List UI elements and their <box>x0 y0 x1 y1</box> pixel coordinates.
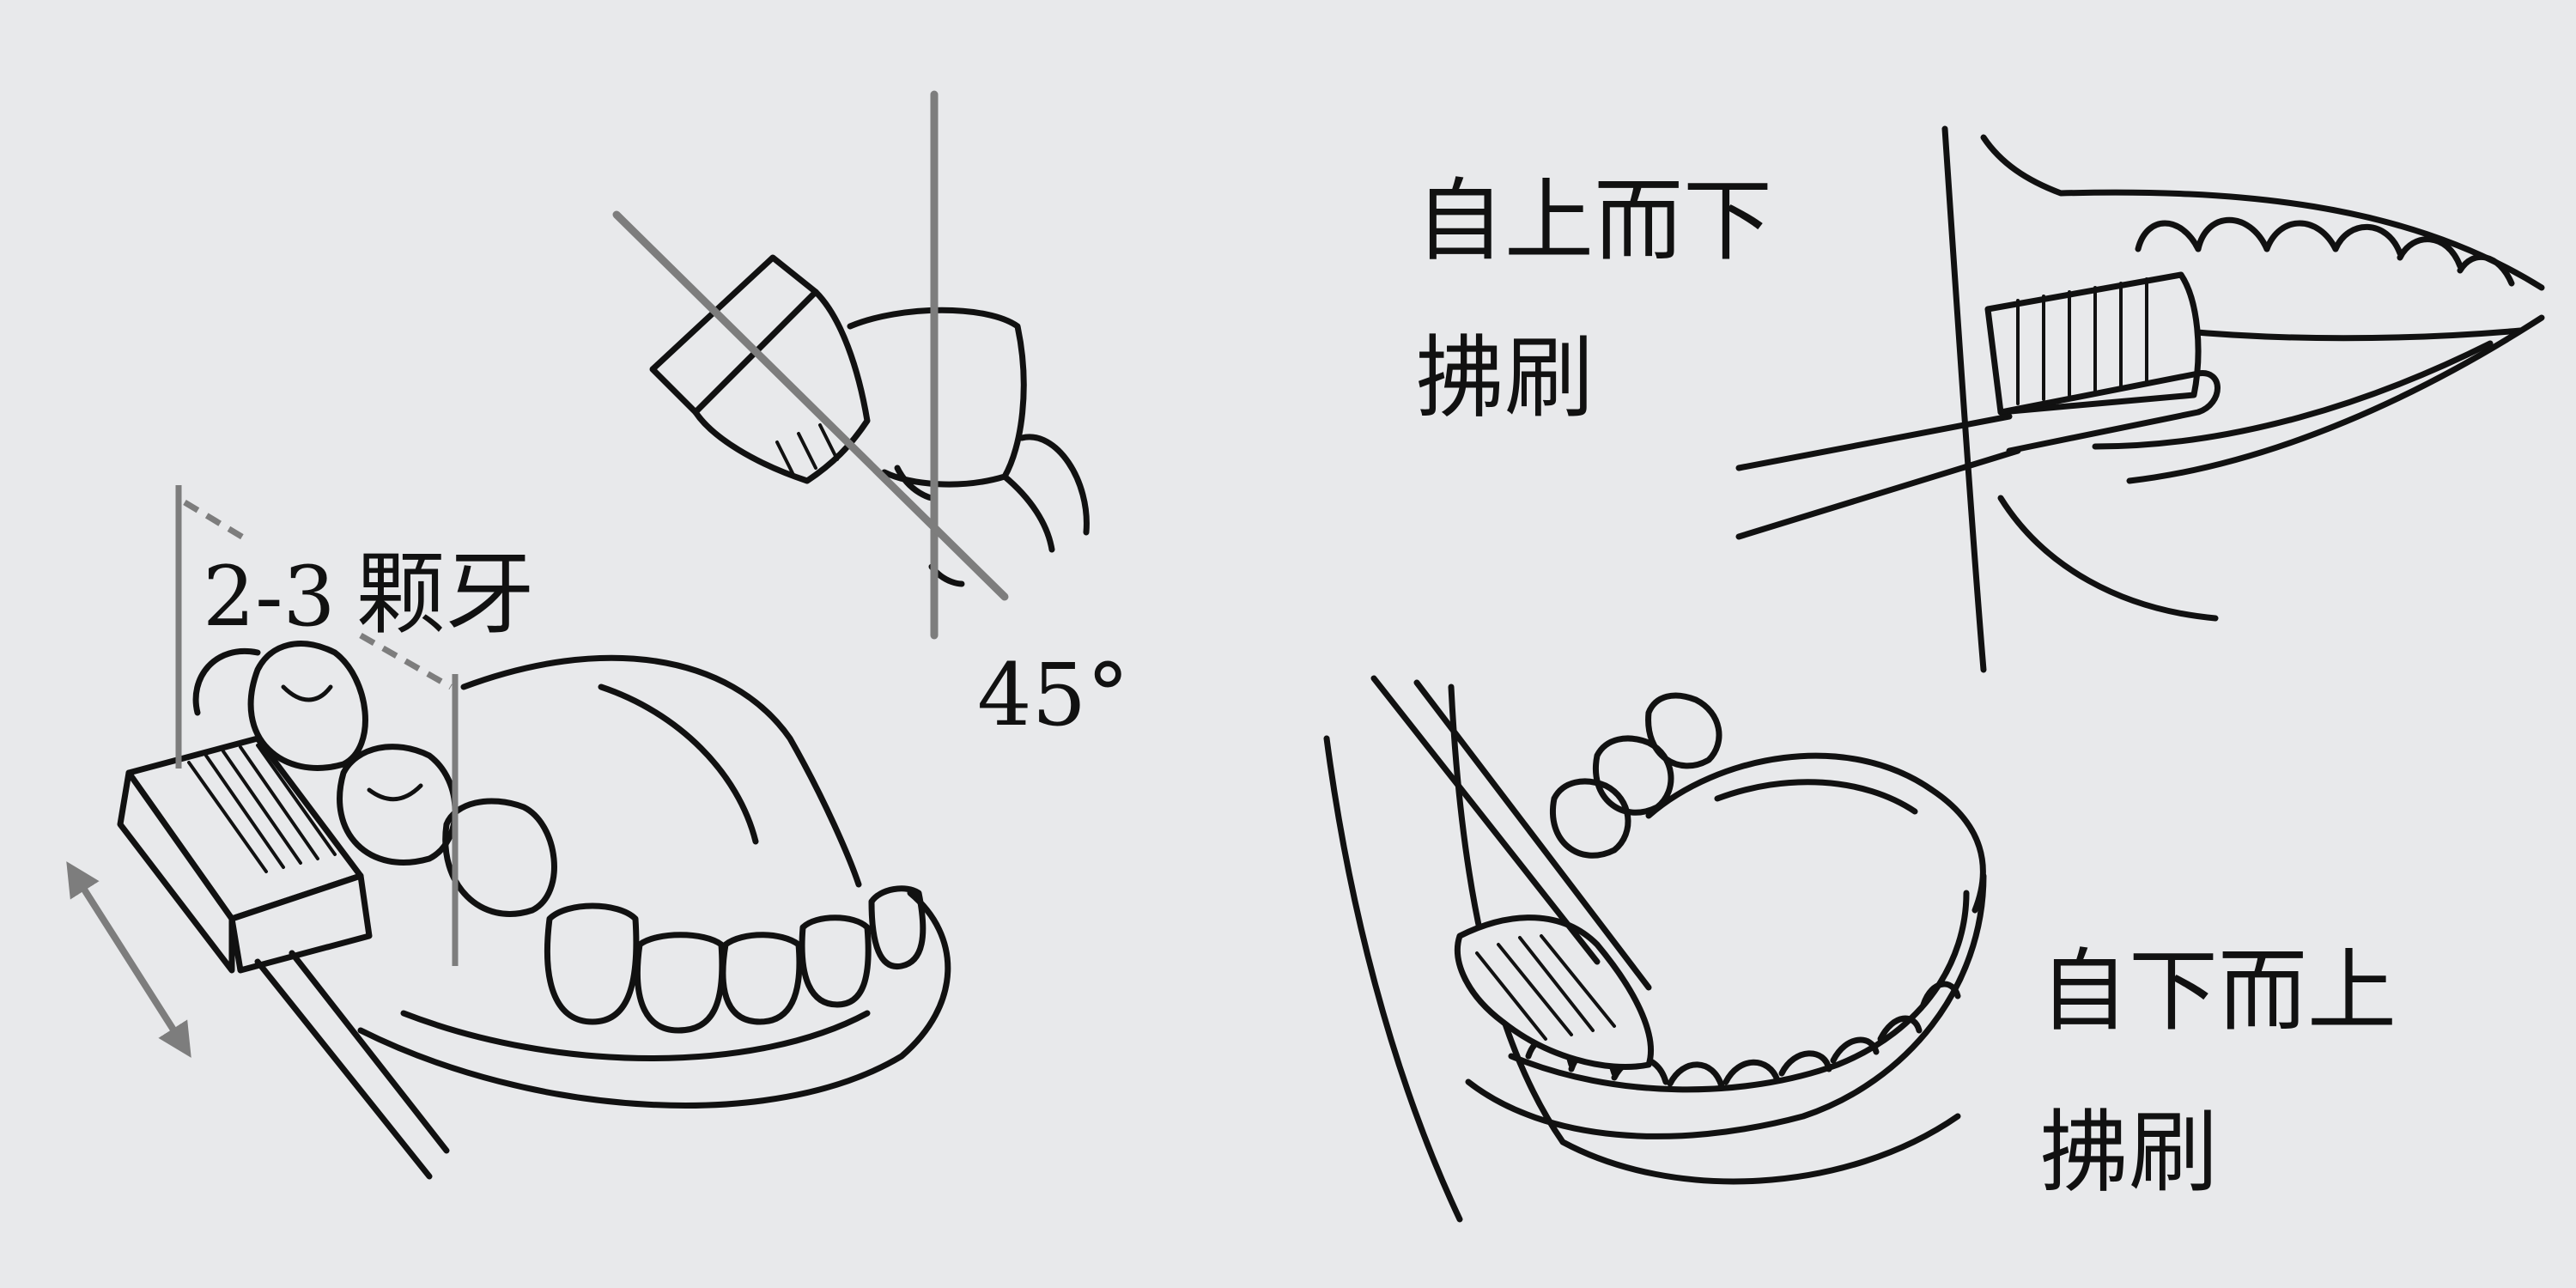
gum-line <box>1018 434 1090 536</box>
tongue-line <box>1714 779 1918 815</box>
brush-handle <box>254 958 433 1180</box>
brush-handle <box>289 950 450 1154</box>
teeth-count-number: 2-3 <box>203 549 336 645</box>
brush-head-front <box>228 872 373 974</box>
gum-inner-arc <box>400 1010 871 1061</box>
lower-arch <box>1465 872 1987 1139</box>
angle-panel <box>649 254 1090 587</box>
face-line <box>1941 125 1987 673</box>
lower-tooth <box>1877 1015 1923 1042</box>
tongue-inner-curve <box>598 683 759 845</box>
motion-arrow <box>66 861 191 1058</box>
lower-jaw-panel <box>117 641 951 1180</box>
gum-line <box>1001 473 1055 553</box>
brush-neck <box>1997 370 2221 454</box>
lower-action-label: 拂刷 <box>2039 1100 2219 1205</box>
front-tooth <box>634 932 726 1034</box>
brush-head <box>1454 914 1654 1070</box>
tongue <box>1645 752 1986 914</box>
upper-tooth <box>2135 220 2202 252</box>
lower-tooth <box>1778 1050 1832 1077</box>
upper-tooth <box>2263 220 2339 252</box>
upper-tooth <box>2397 236 2464 270</box>
brush-bristles <box>187 744 337 873</box>
teeth-count-unit: 颗牙 <box>355 542 535 647</box>
brush-bristles <box>1475 934 1616 1041</box>
brush-handle <box>1370 675 1601 965</box>
front-tooth <box>799 914 872 1008</box>
brush-bristles <box>775 423 839 478</box>
gum-arc <box>357 890 951 1109</box>
brush-handle <box>1735 413 2013 471</box>
angle-guides <box>612 90 1009 640</box>
upper-teeth-panel <box>1735 125 2545 673</box>
molar <box>337 744 459 866</box>
molar <box>1645 692 1722 769</box>
lower-direction-label: 自下而上 <box>2039 939 2397 1043</box>
upper-direction-label: 自上而下 <box>1415 168 1773 273</box>
upper-action-label: 拂刷 <box>1415 325 1595 430</box>
teeth-span-guides <box>175 485 459 966</box>
lower-tooth <box>1920 981 1961 1008</box>
upper-tooth <box>2457 253 2515 287</box>
lower-tooth <box>1722 1059 1781 1085</box>
molar <box>1593 735 1674 816</box>
brush-bristles <box>2016 277 2148 405</box>
molar <box>1550 778 1631 859</box>
lower-lip <box>2126 314 2545 484</box>
upper-tooth <box>2195 216 2270 252</box>
brush-handle <box>1735 447 2021 540</box>
molar-groove <box>281 684 333 702</box>
molar <box>442 798 557 917</box>
lower-teeth-panel <box>1323 675 1987 1223</box>
brush-handle <box>1413 679 1652 991</box>
back-molar <box>192 648 261 716</box>
angle-label: 45° <box>977 645 1130 745</box>
lower-tooth <box>1667 1061 1725 1090</box>
front-tooth <box>868 885 927 969</box>
lower-tooth <box>1830 1036 1880 1064</box>
chin-curve <box>1997 495 2219 622</box>
front-tooth <box>720 932 803 1025</box>
lower-lip-inner <box>2092 340 2494 450</box>
molar-groove <box>367 783 423 802</box>
jaw-outline <box>1323 735 1463 1223</box>
brush-axis <box>612 210 1009 601</box>
upper-tooth <box>2332 223 2403 257</box>
jaw-outline <box>1448 683 1961 1185</box>
tongue-outline <box>460 654 862 888</box>
front-tooth <box>544 902 640 1025</box>
lip-line <box>1980 134 2545 291</box>
